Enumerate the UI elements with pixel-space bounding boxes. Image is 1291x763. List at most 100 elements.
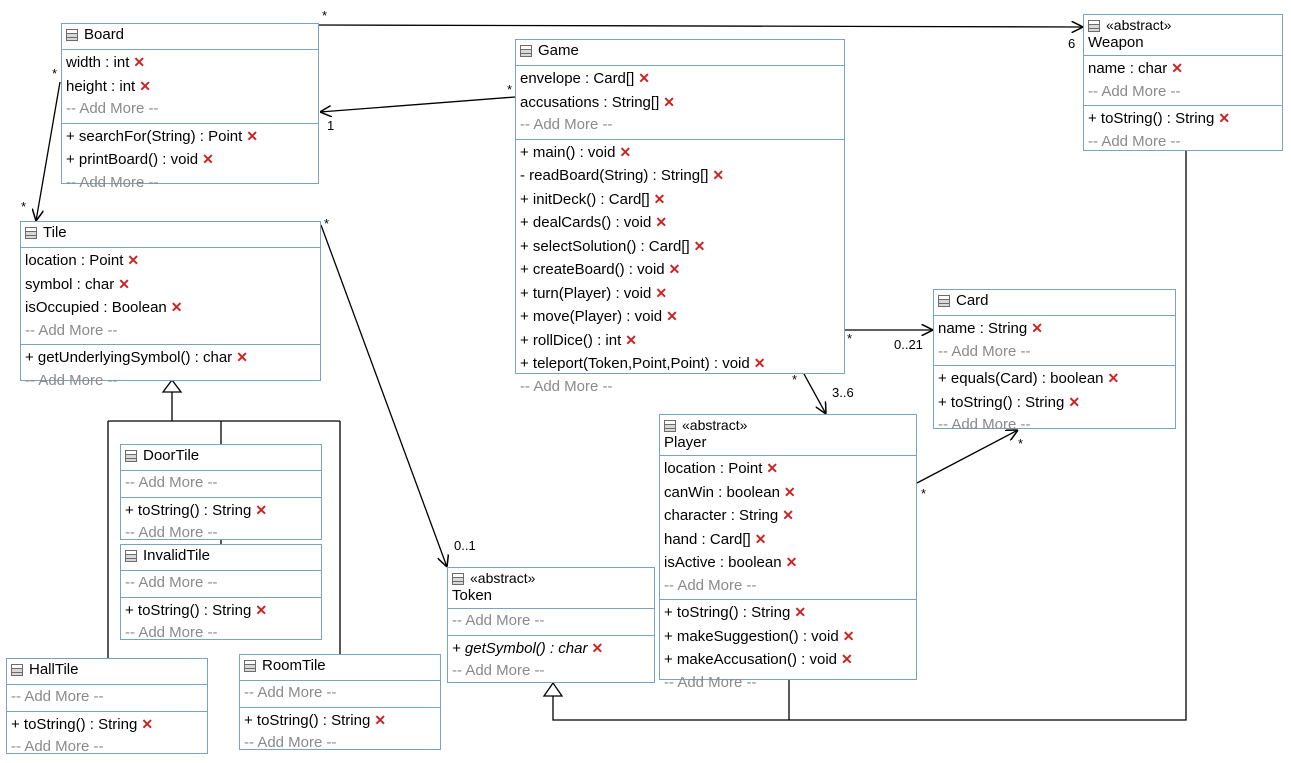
delete-icon[interactable]: ✕ [246, 127, 259, 144]
class-halltile[interactable]: HallTile -- Add More -- + toString() : S… [6, 658, 208, 755]
class-invalidtile[interactable]: InvalidTile -- Add More -- + toString() … [120, 544, 322, 641]
delete-icon[interactable]: ✕ [712, 167, 725, 183]
operation-row[interactable]: + toString() : String✕ [125, 601, 268, 619]
attribute-row[interactable]: width : int✕ [66, 54, 146, 71]
operation-row[interactable]: + turn(Player) : void✕ [520, 284, 668, 302]
add-operation-button[interactable]: -- Add More -- [520, 377, 613, 395]
add-operation-button[interactable]: -- Add More -- [25, 371, 118, 389]
operation-row[interactable]: + dealCards() : void✕ [520, 214, 668, 231]
attribute-row[interactable]: name : String✕ [938, 320, 1043, 337]
delete-icon[interactable]: ✕ [754, 530, 767, 547]
add-attribute-button[interactable]: -- Add More -- [938, 342, 1031, 360]
operation-row[interactable]: + toString() : String✕ [938, 393, 1081, 411]
delete-icon[interactable]: ✕ [118, 275, 130, 292]
delete-icon[interactable]: ✕ [794, 604, 807, 620]
delete-icon[interactable]: ✕ [663, 93, 675, 110]
delete-icon[interactable]: ✕ [127, 252, 140, 268]
delete-icon[interactable]: ✕ [374, 711, 387, 728]
add-attribute-button[interactable]: -- Add More -- [25, 321, 118, 339]
operation-row[interactable]: + toString() : String✕ [244, 711, 387, 729]
delete-icon[interactable]: ✕ [202, 151, 214, 167]
delete-icon[interactable]: ✕ [619, 143, 632, 160]
class-player[interactable]: «abstract»Player location : Point✕ canWi… [659, 414, 917, 691]
class-board[interactable]: Board width : int✕ height : int✕ -- Add … [61, 23, 319, 191]
add-attribute-button[interactable]: -- Add More -- [11, 688, 104, 705]
attribute-row[interactable]: name : char✕ [1088, 60, 1183, 77]
operation-row[interactable]: + searchFor(String) : Point✕ [66, 127, 259, 145]
add-operation-button[interactable]: -- Add More -- [1088, 132, 1181, 150]
add-attribute-button[interactable]: -- Add More -- [125, 474, 218, 491]
operation-row[interactable]: + toString() : String✕ [11, 715, 154, 733]
add-attribute-button[interactable]: -- Add More -- [66, 100, 159, 117]
class-game[interactable]: Game envelope : Card[]✕ accusations : St… [515, 39, 845, 395]
delete-icon[interactable]: ✕ [625, 331, 638, 348]
add-operation-button[interactable]: -- Add More -- [664, 673, 757, 691]
attribute-row[interactable]: symbol : char✕ [25, 275, 130, 293]
operation-row[interactable]: + printBoard() : void✕ [66, 151, 214, 168]
add-operation-button[interactable]: -- Add More -- [125, 624, 218, 641]
add-attribute-button[interactable]: -- Add More -- [664, 576, 757, 594]
attribute-row[interactable]: height : int✕ [66, 77, 151, 95]
attribute-row[interactable]: accusations : String[]✕ [520, 93, 675, 111]
operation-row[interactable]: + toString() : String✕ [1088, 110, 1231, 127]
delete-icon[interactable]: ✕ [1218, 110, 1231, 126]
delete-icon[interactable]: ✕ [1031, 320, 1043, 336]
delete-icon[interactable]: ✕ [236, 349, 248, 365]
add-operation-button[interactable]: -- Add More -- [66, 173, 159, 191]
delete-icon[interactable]: ✕ [841, 651, 853, 667]
operation-row[interactable]: + getSymbol() : char✕ [452, 639, 604, 657]
delete-icon[interactable]: ✕ [1068, 393, 1081, 410]
delete-icon[interactable]: ✕ [668, 261, 681, 277]
operation-row[interactable]: + teleport(Token,Point,Point) : void✕ [520, 355, 766, 372]
delete-icon[interactable]: ✕ [782, 507, 794, 523]
attribute-row[interactable]: location : Point✕ [664, 460, 779, 477]
delete-icon[interactable]: ✕ [693, 237, 706, 254]
delete-icon[interactable]: ✕ [139, 77, 151, 94]
operation-row[interactable]: + makeSuggestion() : void✕ [664, 627, 855, 645]
operation-row[interactable]: + selectSolution() : Card[]✕ [520, 237, 706, 255]
operation-row[interactable]: + rollDice() : int✕ [520, 331, 638, 349]
add-operation-button[interactable]: -- Add More -- [452, 662, 545, 679]
operation-row[interactable]: + makeAccusation() : void✕ [664, 651, 853, 668]
delete-icon[interactable]: ✕ [655, 284, 668, 301]
operation-row[interactable]: - readBoard(String) : String[]✕ [520, 167, 725, 184]
add-attribute-button[interactable]: -- Add More -- [244, 684, 337, 701]
attribute-row[interactable]: isOccupied : Boolean✕ [25, 299, 183, 316]
delete-icon[interactable]: ✕ [255, 601, 268, 618]
add-operation-button[interactable]: -- Add More -- [244, 734, 337, 751]
class-card[interactable]: Card name : String✕ -- Add More -- + equ… [933, 289, 1176, 433]
operation-row[interactable]: + equals(Card) : boolean✕ [938, 370, 1120, 387]
delete-icon[interactable]: ✕ [655, 214, 668, 230]
class-token[interactable]: «abstract»Token -- Add More -- + getSymb… [447, 567, 655, 683]
delete-icon[interactable]: ✕ [766, 460, 779, 476]
operation-row[interactable]: + getUnderlyingSymbol() : char✕ [25, 349, 248, 366]
delete-icon[interactable]: ✕ [753, 355, 766, 371]
delete-icon[interactable]: ✕ [638, 70, 650, 86]
operation-row[interactable]: + initDeck() : Card[]✕ [520, 190, 666, 208]
operation-row[interactable]: + createBoard() : void✕ [520, 261, 681, 278]
class-weapon[interactable]: «abstract»Weapon name : char✕ -- Add Mor… [1083, 14, 1283, 151]
add-operation-button[interactable]: -- Add More -- [125, 524, 218, 541]
operation-row[interactable]: + toString() : String✕ [664, 604, 807, 621]
delete-icon[interactable]: ✕ [783, 483, 796, 500]
add-attribute-button[interactable]: -- Add More -- [520, 116, 613, 133]
delete-icon[interactable]: ✕ [1171, 60, 1183, 76]
delete-icon[interactable]: ✕ [133, 54, 146, 70]
add-operation-button[interactable]: -- Add More -- [11, 738, 104, 755]
add-attribute-button[interactable]: -- Add More -- [1088, 82, 1181, 100]
delete-icon[interactable]: ✕ [1107, 370, 1120, 386]
class-tile[interactable]: Tile location : Point✕ symbol : char✕ is… [20, 221, 321, 389]
delete-icon[interactable]: ✕ [170, 299, 183, 315]
delete-icon[interactable]: ✕ [653, 190, 666, 207]
class-doortile[interactable]: DoorTile -- Add More -- + toString() : S… [120, 444, 322, 541]
delete-icon[interactable]: ✕ [666, 308, 678, 324]
attribute-row[interactable]: location : Point✕ [25, 252, 140, 269]
attribute-row[interactable]: hand : Card[]✕ [664, 530, 767, 548]
operation-row[interactable]: + toString() : String✕ [125, 501, 268, 519]
delete-icon[interactable]: ✕ [842, 627, 855, 644]
attribute-row[interactable]: canWin : boolean✕ [664, 483, 796, 501]
class-roomtile[interactable]: RoomTile -- Add More -- + toString() : S… [239, 654, 441, 751]
attribute-row[interactable]: character : String✕ [664, 507, 794, 524]
delete-icon[interactable]: ✕ [591, 639, 604, 656]
attribute-row[interactable]: envelope : Card[]✕ [520, 70, 650, 87]
